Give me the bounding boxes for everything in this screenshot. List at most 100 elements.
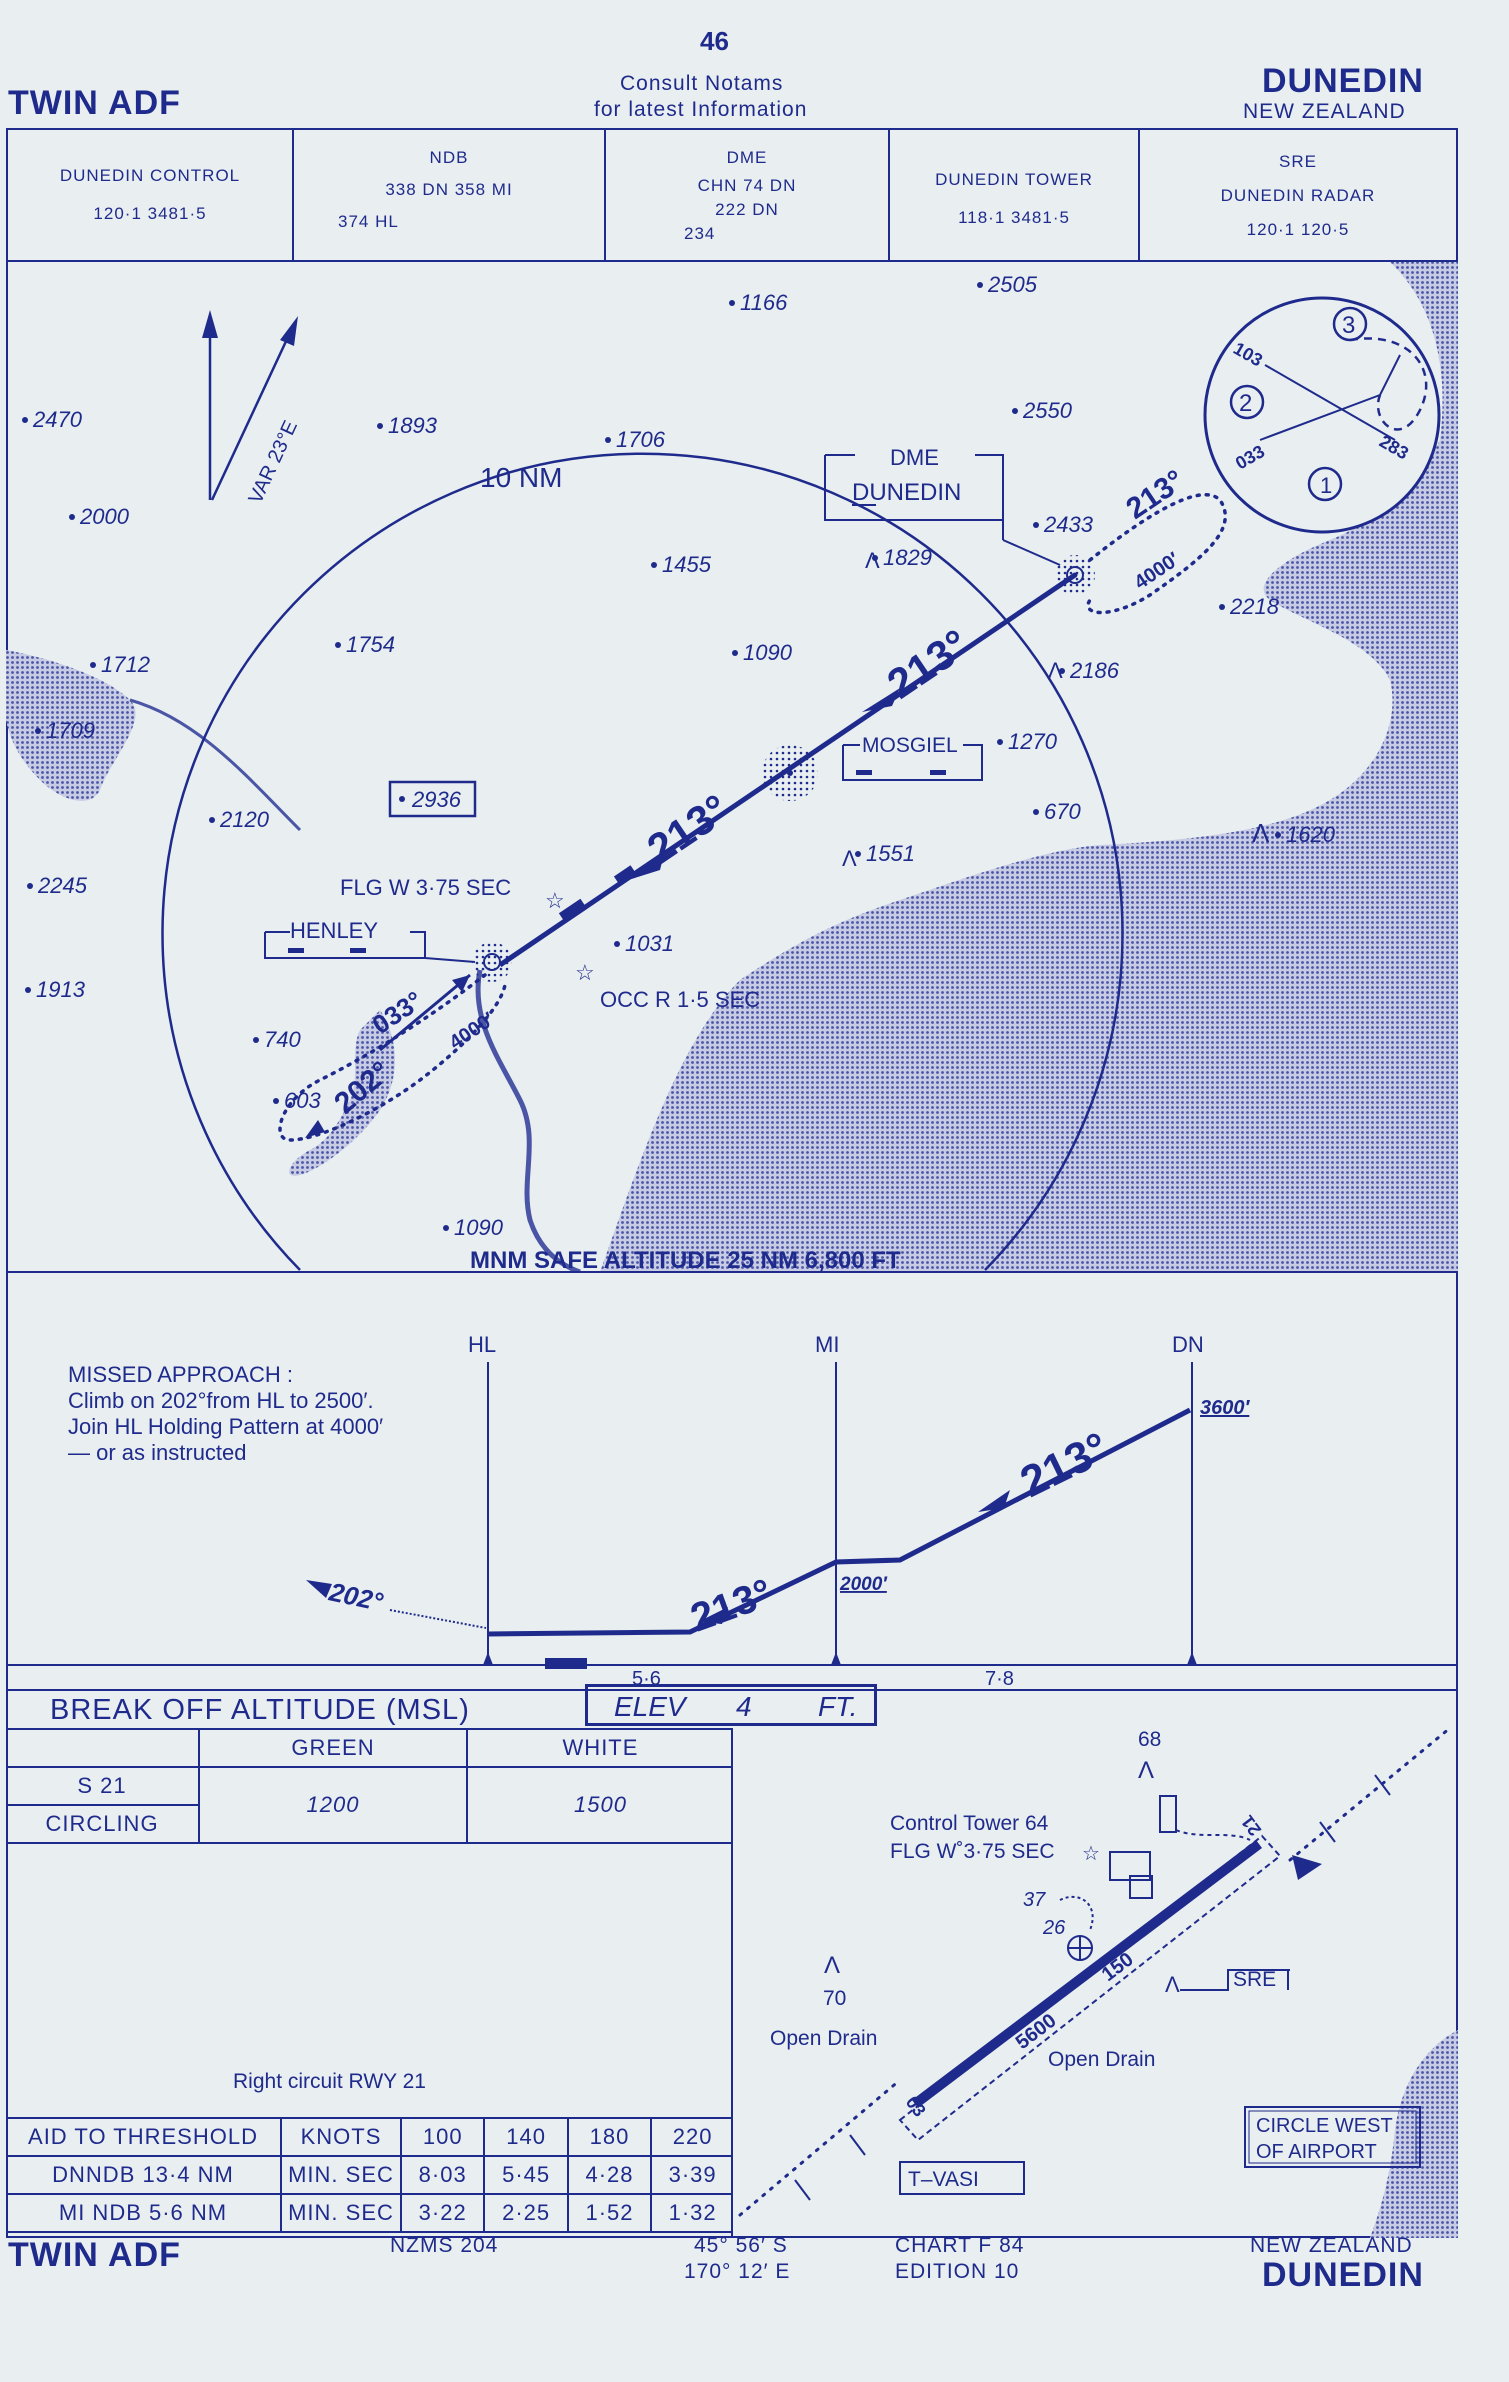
- spot-height-label: 1090: [454, 1215, 504, 1240]
- spot-height-dot: [872, 555, 878, 561]
- spot-height-dot: [90, 662, 96, 668]
- spot-height-label: 1270: [1008, 729, 1058, 754]
- open-drain-1: Open Drain: [770, 2027, 877, 2050]
- footer-nzms: NZMS 204: [390, 2234, 499, 2257]
- spot-height-dot: [1219, 604, 1225, 610]
- height-26: 26: [1042, 1917, 1066, 1939]
- row-s21: S 21: [6, 1766, 200, 1806]
- spot-height-label: 1712: [101, 652, 150, 677]
- spot-height-dot: [977, 282, 983, 288]
- profile-course-upper: 213°: [1013, 1423, 1116, 1507]
- spot-height-dot: [209, 817, 215, 823]
- spot-height-dot: [1059, 668, 1065, 674]
- timing-mi-180: 1·52: [566, 2193, 653, 2233]
- freq-ndb: NDB 338 DN 358 MI 374 HL: [294, 128, 606, 260]
- freq-dme-line3: 234: [684, 224, 716, 243]
- spot-height-label: 2120: [219, 807, 270, 832]
- ctl-tower-flg: FLG W˚3·75 SEC: [890, 1840, 1055, 1863]
- var-label: VAR 23°E: [245, 417, 302, 507]
- spot-height-label: 1620: [1286, 822, 1336, 847]
- freq-dme: DME CHN 74 DN 222 DN 234: [606, 128, 890, 260]
- missed-approach-title: MISSED APPROACH :: [68, 1362, 293, 1387]
- spot-height-dot: [27, 883, 33, 889]
- dn-holding-pattern: [1086, 493, 1227, 615]
- footer-edition: EDITION 10: [895, 2260, 1020, 2283]
- height-37: 37: [1023, 1889, 1046, 1911]
- spot-height-label: 603: [284, 1088, 321, 1113]
- freq-dme-line2: 222 DN: [715, 200, 779, 219]
- footer-lat: 45° 56′ S: [694, 2234, 788, 2257]
- circle-west-box: [1244, 2106, 1421, 2168]
- dme-dunedin-box: DME DUNEDIN: [824, 445, 1061, 566]
- timing-header-220: 220: [650, 2117, 733, 2157]
- fix-mi: MI: [815, 1332, 839, 1357]
- dn-hold-course: 213°: [1120, 464, 1190, 526]
- spot-height-label: 1551: [866, 841, 915, 866]
- timing-dn-100: 8·03: [399, 2155, 486, 2195]
- open-drain-2: Open Drain: [1048, 2048, 1155, 2071]
- spot-height-dot: [732, 650, 738, 656]
- spot-height-dot: [997, 739, 1003, 745]
- freq-dme-title: DME: [726, 148, 768, 167]
- freq-tower-title: DUNEDIN TOWER: [935, 170, 1093, 189]
- circle-west-1: CIRCLE WEST: [1256, 2115, 1393, 2137]
- spot-height-label: 1829: [883, 545, 932, 570]
- timing-mi-100: 3·22: [399, 2193, 486, 2233]
- header-left-title: TWIN ADF: [8, 84, 181, 122]
- alt-2000: 2000′: [839, 1574, 888, 1595]
- course-arrow-2: [862, 688, 900, 712]
- runway-strip: [898, 1834, 1282, 2142]
- timing-header-aid: AID TO THRESHOLD: [6, 2117, 282, 2157]
- sea-area-east: [600, 262, 1458, 1272]
- spot-height-label: 740: [264, 1027, 301, 1052]
- spot-height-dot: [1033, 809, 1039, 815]
- box-2936-label: 2936: [411, 787, 462, 812]
- spot-height-label: 2218: [1229, 594, 1280, 619]
- alt-3600: 3600′: [1200, 1397, 1250, 1419]
- frequency-strip-bottom: [6, 260, 1458, 262]
- right-circuit-note: Right circuit RWY 21: [233, 2070, 426, 2093]
- timing-dn-180: 4·28: [566, 2155, 653, 2195]
- spot-height-label: 1709: [46, 718, 95, 743]
- spot-height-dot: [377, 423, 383, 429]
- timing-header-100: 100: [399, 2117, 486, 2157]
- spot-height-label: 2245: [37, 873, 88, 898]
- freq-sre: SRE DUNEDIN RADAR 120·1 120·5: [1140, 128, 1456, 260]
- timing-dn-aid: DNNDB 13·4 NM: [6, 2155, 282, 2195]
- timing-dn-140: 5·45: [483, 2155, 569, 2195]
- tvasi-label: T–VASI: [908, 2168, 979, 2191]
- elev-unit: FT.: [818, 1691, 858, 1722]
- spot-height-label: 1754: [346, 632, 395, 657]
- spot-height-dot: [22, 417, 28, 423]
- freq-sre-title: SRE: [1279, 152, 1317, 171]
- minima-right-line: [731, 1728, 733, 2238]
- spot-height-dot: [25, 987, 31, 993]
- freq-control-values: 120·1 3481·5: [93, 204, 207, 223]
- footer-right-title: DUNEDIN: [1262, 2256, 1424, 2294]
- lake-taieri: [289, 1010, 395, 1176]
- freq-tower: DUNEDIN TOWER 118·1 3481·5: [890, 128, 1140, 260]
- mosgiel-box: MOSGIEL: [842, 734, 983, 781]
- freq-ndb-line2: 374 HL: [338, 212, 399, 231]
- dn-ndb-symbol: [1055, 555, 1095, 595]
- plan-view: 10 NM VAR 23°E 213° 213° 213° 4000′ DME …: [6, 262, 1458, 1272]
- timing-dn-unit: MIN. SEC: [280, 2155, 402, 2195]
- spot-height-label: 2000: [79, 504, 130, 529]
- svg-text:Λ: Λ: [842, 846, 857, 871]
- svg-text:☆: ☆: [1082, 1843, 1100, 1865]
- occ-star: ☆: [575, 960, 595, 985]
- dn-hold-alt: 4000′: [1130, 548, 1183, 594]
- spot-height-dot: [1012, 408, 1018, 414]
- mi-ndb-symbol: [762, 745, 818, 801]
- fix-hl: HL: [468, 1332, 496, 1357]
- occ-label: OCC R 1·5 SEC: [600, 987, 760, 1012]
- tvasi-box: [899, 2161, 1025, 2195]
- svg-text:Λ: Λ: [1165, 1972, 1180, 1997]
- freq-ndb-line1: 338 DN 358 MI: [385, 180, 513, 199]
- dme-label-top: DME: [890, 445, 939, 470]
- missed-approach-line2: Join HL Holding Pattern at 4000′: [68, 1414, 383, 1439]
- freq-ndb-title: NDB: [429, 148, 469, 167]
- header-right-subtitle: NEW ZEALAND: [1243, 100, 1406, 123]
- hl-holding-pattern: [278, 973, 507, 1142]
- timing-mi-220: 1·32: [650, 2193, 733, 2233]
